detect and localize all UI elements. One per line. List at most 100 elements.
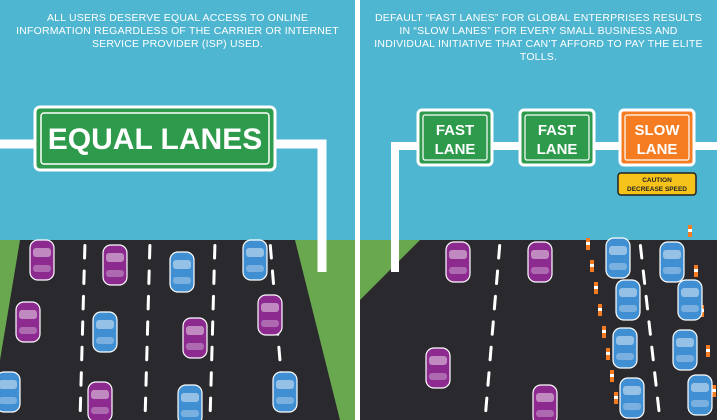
car-rear-window [186, 343, 204, 350]
car-rear-window [96, 337, 114, 344]
car-body [532, 384, 558, 420]
lane-dash [638, 244, 644, 260]
car [257, 294, 283, 336]
equal-lanes-panel: EQUAL LANES ALL USERS DESERVE EQUAL ACCE… [0, 0, 355, 420]
lane-dash [656, 396, 661, 413]
lane-dash [644, 294, 650, 311]
fast-lane-sign-2: FAST LANE [518, 108, 596, 167]
cone-stripe [594, 286, 598, 289]
car-rear-window [536, 410, 554, 417]
sign-text: EQUAL LANES [48, 123, 262, 156]
car-windshield [19, 310, 37, 319]
fast-slow-lanes-scene: FAST LANE FAST LANE SLOW LANE CAUTION DE… [360, 0, 717, 420]
sign-line-1: FAST [436, 122, 474, 139]
car-rear-window [246, 265, 264, 272]
car-rear-window [691, 400, 709, 407]
car-body [272, 371, 298, 413]
lane-dash [268, 244, 273, 260]
traffic-cone [602, 326, 606, 338]
car-windshield [536, 393, 554, 402]
panel-divider [355, 0, 360, 420]
car-body [425, 347, 451, 389]
sign-line-2: LANE [637, 141, 678, 158]
car-rear-window [106, 270, 124, 277]
car [605, 237, 631, 279]
traffic-cone [594, 282, 598, 294]
sign-line-1: SLOW [635, 122, 681, 139]
lane-markings [78, 244, 286, 413]
caution-line-1: CAUTION [642, 177, 672, 184]
car-body [92, 311, 118, 353]
fast-slow-lanes-panel: FAST LANE FAST LANE SLOW LANE CAUTION DE… [360, 0, 717, 420]
sign-line-2: LANE [537, 141, 578, 158]
car-body [87, 381, 113, 420]
car-windshield [181, 393, 199, 402]
car [672, 329, 698, 371]
car-windshield [609, 246, 627, 255]
car-windshield [623, 386, 641, 395]
car-windshield [106, 253, 124, 262]
cone-stripe [712, 389, 716, 392]
car-windshield [449, 250, 467, 259]
right-caption: DEFAULT “FAST LANES” FOR GLOBAL ENTERPRI… [374, 12, 703, 63]
car-windshield [676, 338, 694, 347]
car [272, 371, 298, 413]
traffic-cone [712, 385, 716, 397]
car-rear-window [261, 320, 279, 327]
lane-dash [647, 320, 652, 336]
car-rear-window [663, 267, 681, 274]
cone-stripe [602, 330, 606, 333]
traffic-cone [586, 238, 590, 250]
equal-lanes-scene: EQUAL LANES [0, 0, 355, 420]
traffic-cone [706, 345, 710, 357]
car-body [177, 384, 203, 420]
caution-line-2: DECREASE SPEED [627, 186, 687, 193]
car-windshield [261, 303, 279, 312]
car [87, 381, 113, 420]
car-body [169, 251, 195, 293]
traffic-cars [425, 237, 713, 420]
traffic-cone [606, 348, 610, 360]
car-rear-window [681, 305, 699, 312]
car [615, 279, 641, 321]
car-windshield [276, 380, 294, 389]
traffic-cars [0, 239, 298, 420]
cone-stripe [590, 264, 594, 267]
car [177, 384, 203, 420]
car-body [102, 244, 128, 286]
car-body [15, 301, 41, 343]
lane-dash [497, 244, 502, 260]
car [242, 239, 268, 281]
car-rear-window [623, 403, 641, 410]
car [425, 347, 451, 389]
cone-stripe [706, 349, 710, 352]
car-body [527, 241, 553, 283]
car-windshield [186, 326, 204, 335]
lane-dash [490, 320, 495, 336]
lane-dash [270, 269, 275, 285]
lane-dash [484, 396, 489, 413]
car-body [619, 377, 645, 419]
car-body [242, 239, 268, 281]
car-rear-window [0, 397, 17, 404]
car-rear-window [619, 305, 637, 312]
car [169, 251, 195, 293]
car-rear-window [173, 277, 191, 284]
car-rear-window [181, 410, 199, 417]
sign-line-1: FAST [538, 122, 576, 139]
car-windshield [531, 250, 549, 259]
caution-sign: CAUTION DECREASE SPEED [617, 172, 697, 196]
car-rear-window [276, 397, 294, 404]
sign-gantry [391, 142, 717, 272]
car [687, 374, 713, 416]
traffic-cone [614, 392, 618, 404]
car-body [29, 239, 55, 281]
traffic-cones [586, 225, 716, 404]
car-body [615, 279, 641, 321]
car-body [687, 374, 713, 416]
car-body [612, 327, 638, 369]
car-windshield [173, 260, 191, 269]
cone-stripe [610, 374, 614, 377]
car-rear-window [33, 265, 51, 272]
